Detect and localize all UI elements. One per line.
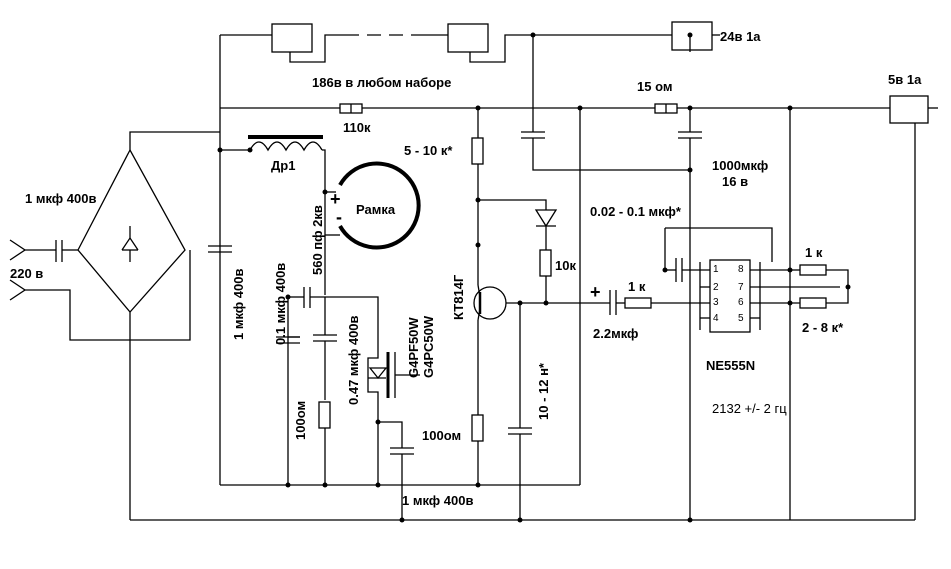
r-100-mid-label: 100ом [422, 428, 461, 443]
pin-8: 8 [738, 264, 744, 275]
r-100-left-label: 100ом [293, 401, 308, 440]
r-2-8k-label: 2 - 8 к* [802, 320, 844, 335]
bridge-cap-label: 1 мкф 400в [25, 191, 96, 206]
out-5v-label: 5в 1а [888, 72, 922, 87]
transistor-kt814 [473, 284, 610, 415]
cap-1uf-bottom-label: 1 мкф 400в [402, 493, 473, 508]
r-1k-in-label: 1 к [628, 279, 646, 294]
mosfet-label-1: G4PF50W [406, 317, 421, 378]
resistor-100ohm-left [318, 401, 331, 485]
mosfet [367, 350, 420, 485]
choke-label: Др1 [271, 158, 295, 173]
cap-1000-v-label: 16 в [722, 174, 748, 189]
frame-label: Рамка [356, 202, 396, 217]
cap-047-label: 0.47 мкф 400в [346, 315, 361, 405]
resistor-2-8k [799, 297, 827, 309]
resistor-15ohm [580, 103, 890, 114]
cap-047uf [313, 297, 337, 400]
ne555-chip [664, 227, 840, 333]
frequency-label: 2132 +/- 2 гц [712, 401, 787, 416]
diode-10k [478, 199, 558, 303]
cap-10-12n-label: 10 - 12 н* [536, 362, 551, 420]
frame-plus: + [330, 189, 341, 209]
cap-1000-label: 1000мкф [712, 158, 768, 173]
mosfet-label-2: G4PC50W [421, 315, 436, 378]
r-110k-label: 110к [343, 120, 371, 135]
cap-560-label: 560 пф 2кв [310, 205, 325, 275]
out-5v-box [889, 95, 929, 124]
r-10k-label: 10к [555, 258, 576, 273]
pin-2: 2 [713, 282, 719, 293]
input-voltage-label: 220 в [10, 266, 43, 281]
cap-560pf [324, 192, 340, 295]
diode-bridge [77, 131, 220, 520]
resistor-1k-top [790, 264, 849, 304]
cap-1uf-bottom [378, 421, 414, 520]
resistor-100ohm-mid [471, 414, 484, 485]
input-capacitor [50, 240, 78, 262]
choke [220, 135, 326, 192]
out-24v-label: 24в 1а [720, 29, 761, 44]
cap-22uf [609, 290, 625, 315]
cap-01-label: 0.1 мкф 400в [273, 263, 288, 345]
cap-22-plus: + [590, 282, 601, 302]
pin-3: 3 [713, 297, 719, 308]
r-1k-top-label: 1 к [805, 245, 823, 260]
cap-1uf-left-label: 1 мкф 400в [231, 269, 246, 340]
ic-name-label: NE555N [706, 358, 755, 373]
coil-series [271, 21, 720, 63]
resistor-5-10k [471, 108, 484, 285]
resistor-110k [339, 103, 580, 114]
cap-002-label: 0.02 - 0.1 мкф* [590, 204, 682, 219]
cap-01uf [287, 287, 379, 485]
input-terminals [9, 239, 191, 341]
cap-533 [521, 35, 690, 171]
pin-7: 7 [738, 282, 744, 293]
pin-1: 1 [713, 264, 719, 275]
pin-4: 4 [713, 313, 719, 324]
frame-minus: - [336, 207, 342, 227]
cap-1uf-left [208, 245, 232, 253]
pin-5: 5 [738, 313, 744, 324]
coil-series-label: 186в в любом наборе [312, 75, 451, 90]
r-5-10k-label: 5 - 10 к* [404, 143, 453, 158]
transistor-label: КТ814Г [451, 274, 466, 320]
pin-6: 6 [738, 297, 744, 308]
r-15ohm-label: 15 ом [637, 79, 672, 94]
cap-10-12n [508, 303, 532, 520]
resistor-1k-in [624, 297, 710, 309]
cap-22-label: 2.2мкф [593, 326, 638, 341]
